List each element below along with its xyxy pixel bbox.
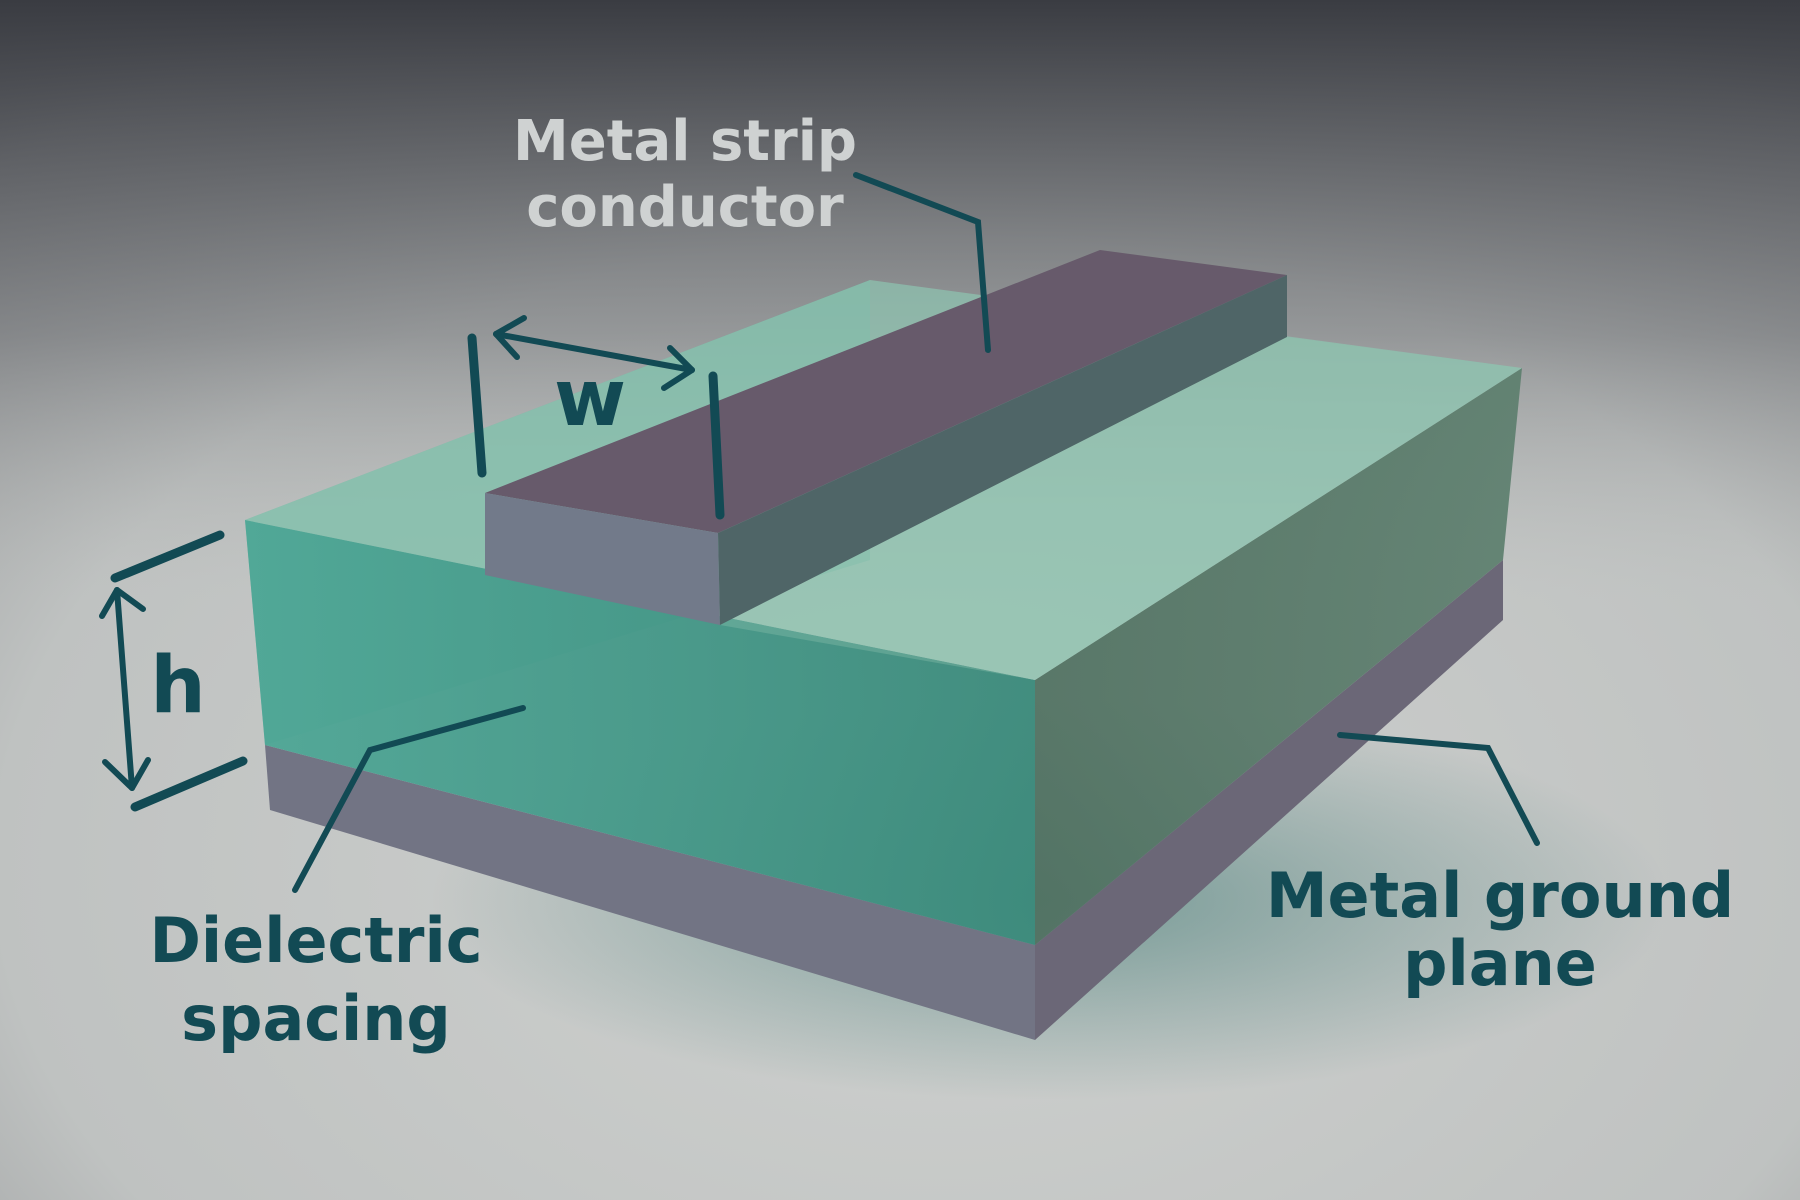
dielectric-right-face [1035,368,1522,945]
width-tick-left [467,333,487,478]
width-arrow-shaft [493,331,695,373]
strip-label-line-2: conductor [526,175,844,240]
ground-plane-front-face [265,745,1035,1040]
dielectric-top-overlay [720,337,1522,680]
width-arrow-head-right [661,345,695,391]
width-arrow-head-left [493,315,527,360]
ground-leader-line [1337,732,1540,846]
height-symbol: h [150,641,206,731]
dielectric-label-line-2: spacing [181,982,451,1055]
height-arrow-head-top [99,587,146,619]
strip-top-face [485,250,1287,533]
height-arrow-head-bottom [102,757,151,791]
dielectric-leader-line [292,705,526,893]
width-symbol: w [554,354,626,444]
width-tick-right [708,371,725,520]
height-tick-top [110,530,225,583]
ground-label-line-1: Metal ground [1266,859,1734,932]
ground-label-line-2: plane [1403,927,1597,1000]
height-tick-bottom [130,756,248,812]
strip-right-face [718,275,1287,625]
strip-front-face [485,493,720,625]
dielectric-front-face [245,520,1035,945]
height-arrow-shaft [114,587,135,791]
dielectric-label-line-1: Dielectric [149,904,482,977]
ground-plane-right-face [1035,560,1503,1040]
strip-leader-line [853,172,991,353]
strip-label-line-1: Metal strip [513,109,857,174]
